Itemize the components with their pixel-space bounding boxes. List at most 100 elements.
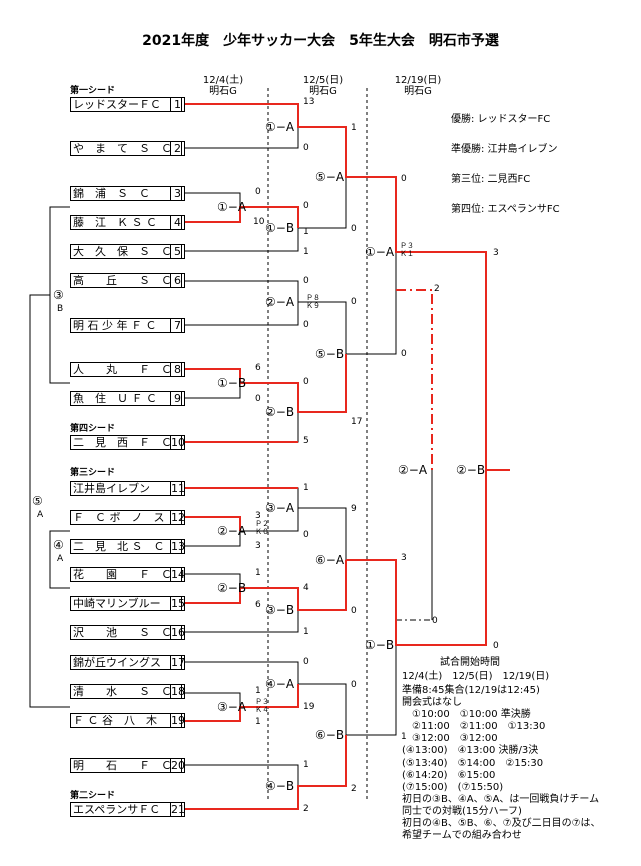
match-label: ③−A bbox=[217, 700, 247, 714]
score: 0 bbox=[303, 377, 309, 387]
team-name: 沢 池 Ｓ Ｃ bbox=[70, 625, 182, 640]
team-number: 4 bbox=[170, 215, 185, 230]
team-name: 高 丘 Ｓ Ｃ bbox=[70, 273, 182, 288]
pk-score: Ｐ２ bbox=[255, 520, 269, 528]
bracket-line bbox=[184, 531, 241, 547]
match-sub: B bbox=[57, 304, 64, 314]
score: 0 bbox=[351, 297, 357, 307]
bracket-line bbox=[184, 764, 299, 786]
bracket-line bbox=[346, 645, 397, 736]
match-label: ①−B bbox=[265, 221, 295, 235]
score: 1 bbox=[255, 717, 261, 727]
bracket-line bbox=[184, 192, 241, 207]
score: 2 bbox=[351, 784, 357, 794]
result-third: 第三位: 二見西FC bbox=[451, 174, 531, 185]
result-runner-up: 準優勝: 江井島イレブン bbox=[451, 144, 558, 155]
schedule-line: (④13:00) ④13:00 決勝/3決 bbox=[402, 745, 539, 757]
score: 1 bbox=[255, 568, 261, 578]
schedule-line: ②11:00 ②11:00 ①13:30 bbox=[402, 721, 546, 733]
team-number: 13 bbox=[170, 539, 185, 554]
score: 1 bbox=[401, 732, 407, 742]
score: 4 bbox=[303, 583, 309, 593]
team-name: 錦が丘ウイングス bbox=[70, 655, 182, 670]
pk-score: Ｋ１ bbox=[400, 250, 414, 258]
seed-label: 第一シード bbox=[70, 86, 116, 96]
score: 5 bbox=[303, 436, 309, 446]
team-number: 17 bbox=[170, 655, 185, 670]
pk-score: Ｐ３ bbox=[400, 242, 414, 250]
team-number: 8 bbox=[170, 362, 185, 377]
bracket-line bbox=[298, 301, 347, 354]
bracket-line bbox=[184, 610, 299, 633]
team-name: Ｆ Ｃ ボ ノ ス bbox=[70, 510, 182, 525]
result-winner: 優勝: レッドスターFC bbox=[451, 114, 551, 125]
match-label: ②−B bbox=[456, 463, 486, 477]
match-label: ⑤−B bbox=[315, 347, 345, 361]
match-label: ④−A bbox=[265, 677, 295, 691]
score: 10 bbox=[253, 217, 265, 227]
match-label: ②−B bbox=[217, 581, 247, 595]
bracket-line bbox=[184, 280, 299, 302]
team-name: 中崎マリンブルー bbox=[70, 596, 182, 611]
header-day3: 12/19(日) 明石G bbox=[388, 75, 448, 97]
bracket-line bbox=[49, 530, 70, 589]
match-sub: A bbox=[37, 510, 44, 520]
match-label: ②−A bbox=[265, 295, 295, 309]
bracket-line bbox=[184, 692, 241, 707]
match-label: ⑤−A bbox=[315, 170, 345, 184]
pk-score: Ｐ８ bbox=[306, 294, 320, 302]
match-label: ④ bbox=[53, 538, 64, 552]
schedule-line: (⑥14:20) ⑥15:00 bbox=[402, 769, 496, 781]
team-number: 20 bbox=[170, 758, 185, 773]
match-label: ①−B bbox=[365, 638, 395, 652]
match-label: ⑤ bbox=[32, 494, 43, 508]
score: 1 bbox=[303, 247, 309, 257]
schedule-line: ③12:00 ③12:00 bbox=[402, 733, 498, 745]
team-number: 15 bbox=[170, 596, 185, 611]
winner-path bbox=[184, 735, 347, 810]
winner-path bbox=[184, 560, 347, 611]
team-number: 16 bbox=[170, 625, 185, 640]
team-number: 19 bbox=[170, 713, 185, 728]
score: 0 bbox=[351, 606, 357, 616]
bracket-line bbox=[184, 228, 299, 252]
bracket-line bbox=[184, 383, 241, 399]
page-title: 2021年度 少年サッカー大会 5年生大会 明石市予選 bbox=[142, 33, 499, 49]
schedule-line: 初日の④B、⑤B、⑥、⑦及び二日目の⑦は、 bbox=[402, 818, 601, 830]
score: 1 bbox=[303, 760, 309, 770]
schedule-line: (⑦15:00) (⑦15:50) bbox=[402, 781, 504, 793]
score: 0 bbox=[303, 320, 309, 330]
score: 3 bbox=[255, 511, 261, 521]
match-label: ②−A bbox=[398, 463, 428, 477]
team-name: 二 見 西 Ｆ Ｃ bbox=[70, 435, 182, 450]
team-name: 江井島イレブン bbox=[70, 481, 182, 496]
team-number: 12 bbox=[170, 510, 185, 525]
match-label: ①−B bbox=[217, 376, 247, 390]
score: 9 bbox=[351, 504, 357, 514]
schedule-line: 開会式はなし bbox=[402, 697, 462, 709]
winner-path bbox=[184, 354, 347, 413]
score: 17 bbox=[351, 417, 363, 427]
winner-path bbox=[184, 516, 241, 531]
match-label: ⑥−B bbox=[315, 728, 345, 742]
team-name: 花 園 Ｆ Ｃ bbox=[70, 567, 182, 582]
score: 0 bbox=[303, 201, 309, 211]
pk-score: Ｋ９ bbox=[306, 302, 320, 310]
team-name: 人 丸 Ｆ Ｃ bbox=[70, 362, 182, 377]
schedule-line: 同士での対戦(15分ハーフ) bbox=[402, 805, 522, 817]
match-label: ①−A bbox=[365, 245, 395, 259]
header-day2: 12/5(日) 明石G bbox=[293, 75, 353, 97]
score: 0 bbox=[255, 394, 261, 404]
bracket-line bbox=[298, 507, 347, 560]
schedule-title: 試合開始時間 bbox=[440, 657, 500, 668]
score: 2 bbox=[303, 804, 309, 814]
score: 0 bbox=[351, 224, 357, 234]
result-fourth: 第四位: エスペランサFC bbox=[451, 204, 560, 215]
score: 13 bbox=[303, 97, 315, 107]
header-date: 12/5(日) bbox=[302, 75, 344, 86]
team-number: 14 bbox=[170, 567, 185, 582]
match-label: ③ bbox=[53, 288, 64, 302]
team-number: 6 bbox=[170, 273, 185, 288]
score: 1 bbox=[351, 123, 357, 133]
